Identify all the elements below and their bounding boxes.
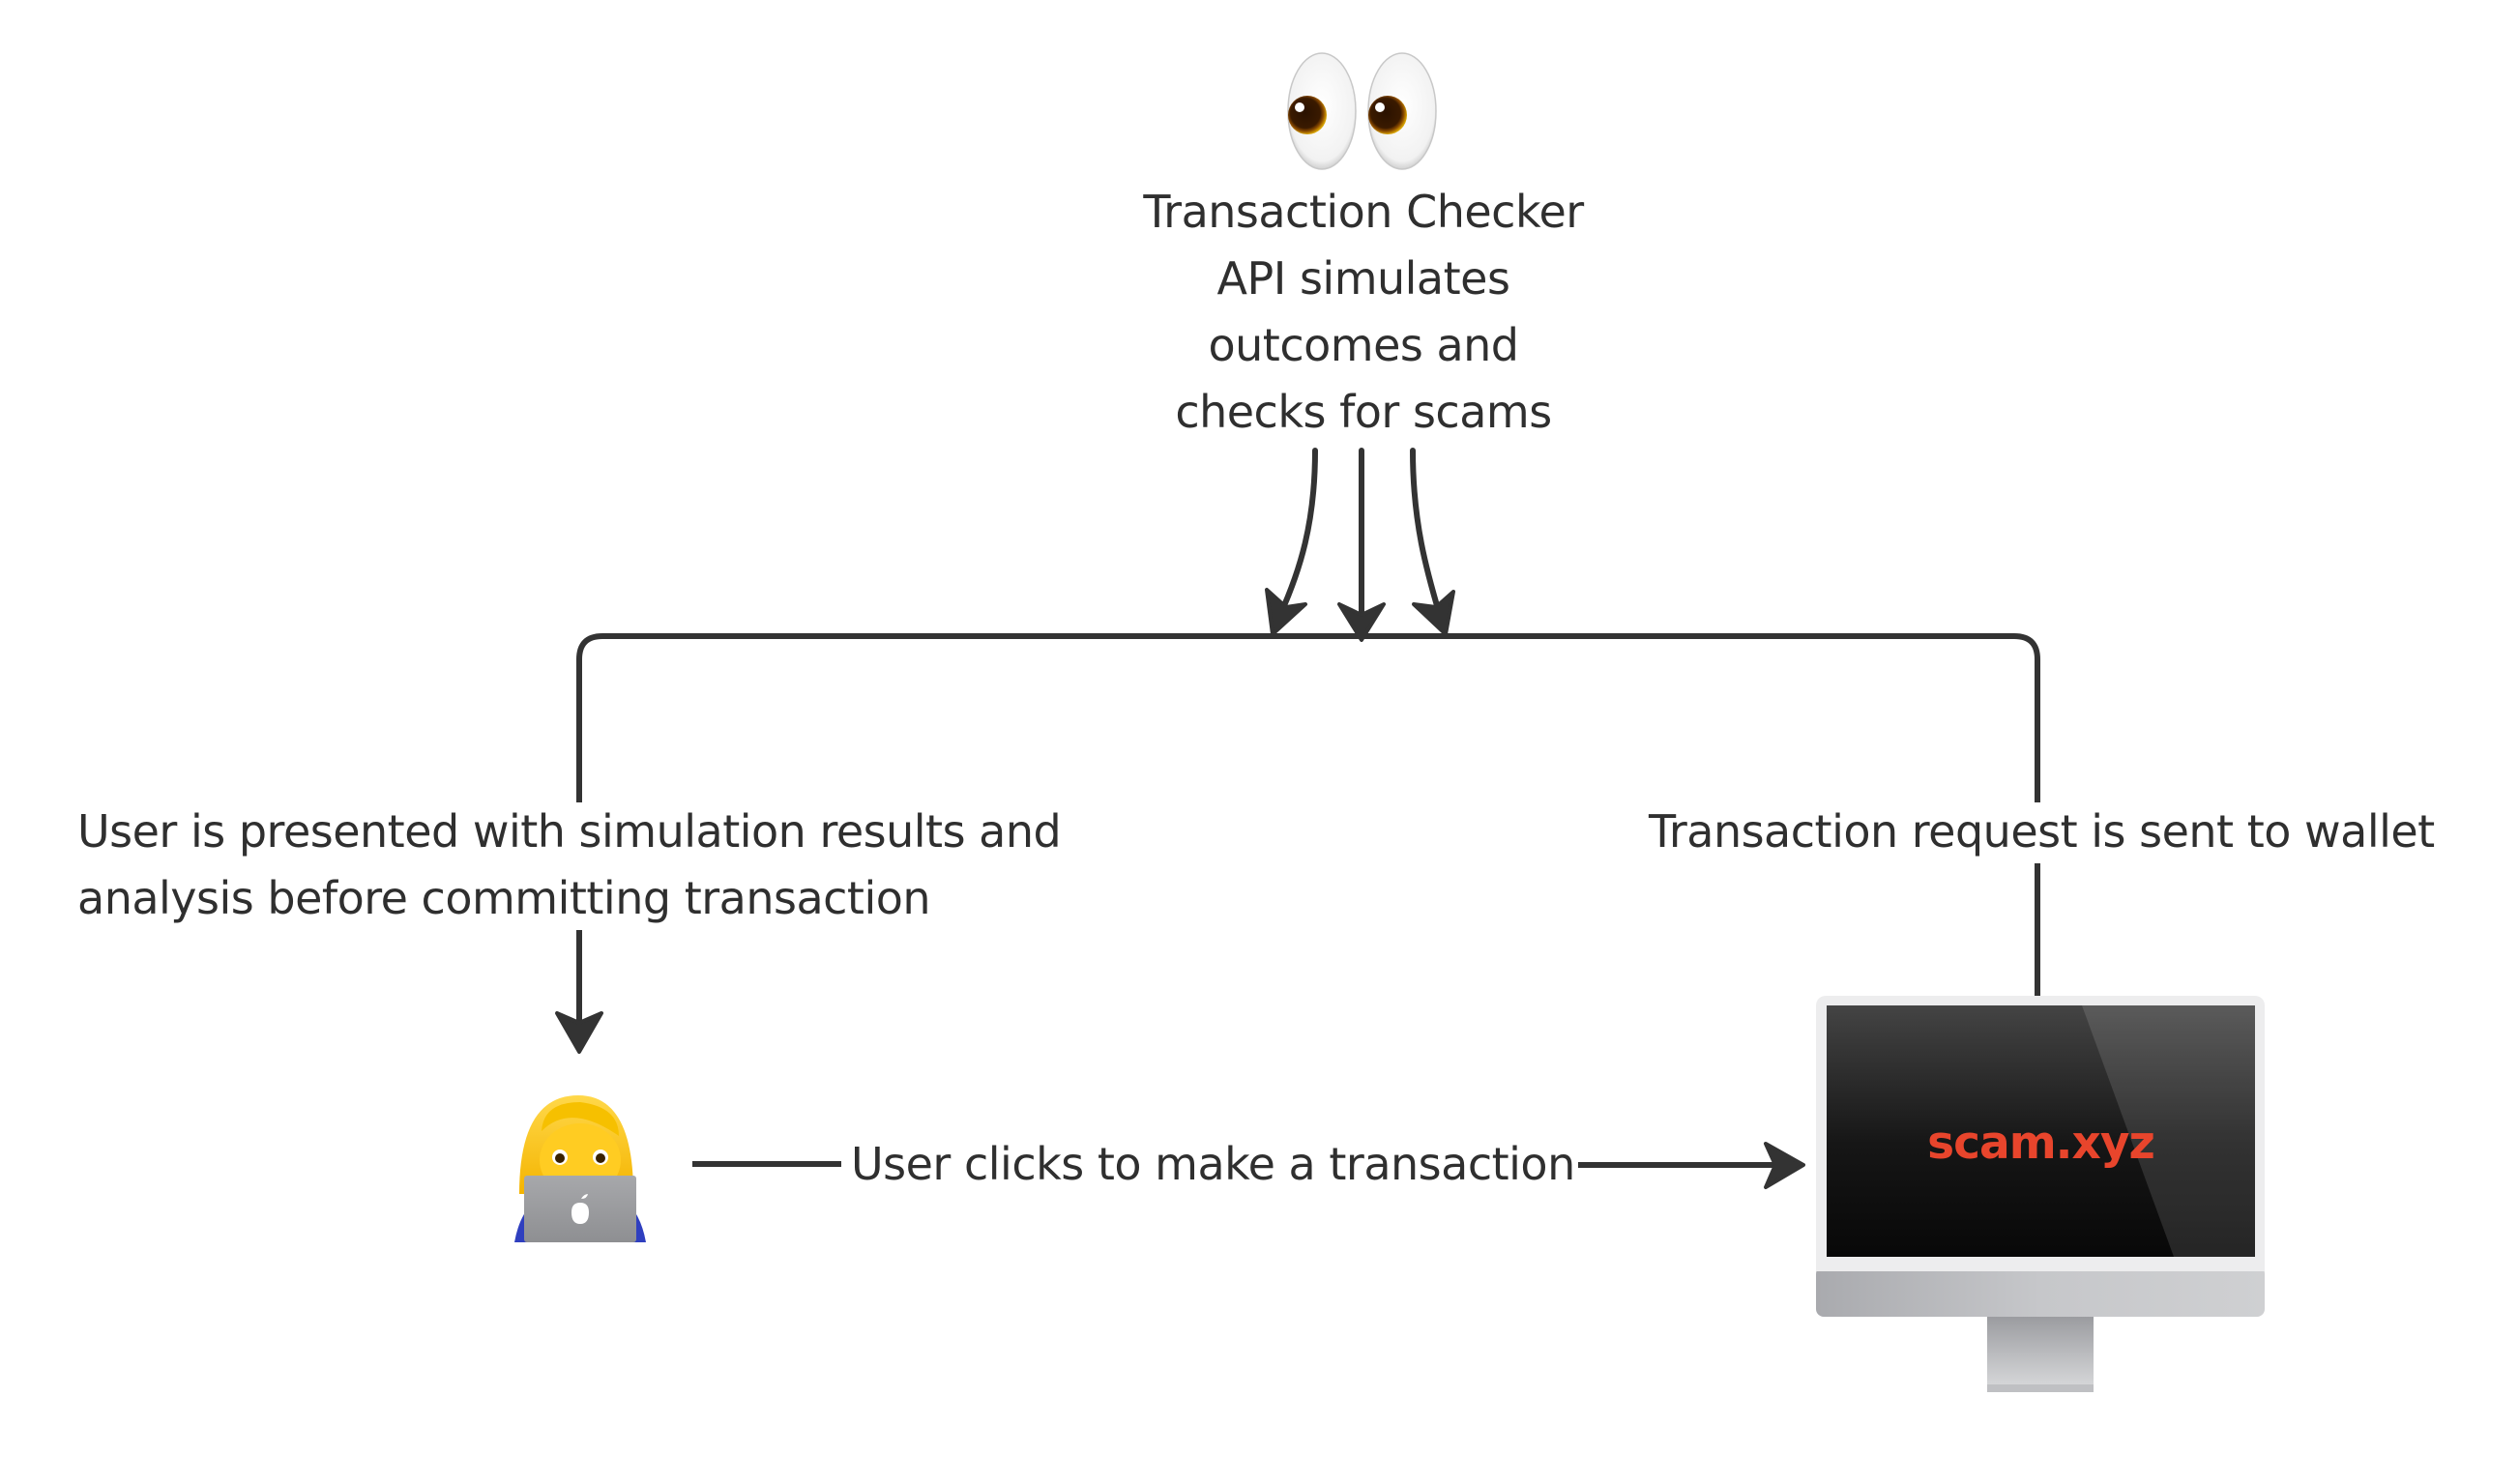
woman-technologist-icon bbox=[514, 1095, 646, 1242]
scam-site-name: scam.xyz bbox=[1927, 1117, 2155, 1170]
connector-top-bar bbox=[576, 633, 2040, 802]
checker-api-label-line: Transaction Checker bbox=[1143, 186, 1584, 238]
eyes-icon bbox=[1287, 52, 1437, 170]
arrowhead-down-user bbox=[555, 1011, 603, 1054]
user-clicks-transaction-label: User clicks to make a transaction bbox=[851, 1131, 1575, 1198]
checker-api-label: Transaction Checker API simulates outcom… bbox=[1073, 179, 1654, 446]
desktop-monitor-icon bbox=[1816, 996, 2265, 1392]
arrowhead-right bbox=[1412, 590, 1455, 636]
check-arrows bbox=[1275, 448, 1444, 631]
arrow-left-curved bbox=[1275, 448, 1318, 622]
checker-api-label-line: API simulates bbox=[1216, 252, 1510, 305]
arrowhead-right-monitor bbox=[1764, 1142, 1805, 1189]
user-presented-results-line: analysis before committing transaction bbox=[77, 872, 931, 924]
arrow-right-curved bbox=[1410, 448, 1444, 622]
request-sent-to-wallet-line: Transaction request is sent to wallet bbox=[1649, 805, 2435, 858]
arrowhead-left bbox=[1265, 588, 1307, 636]
user-presented-results-label: User is presented with simulation result… bbox=[77, 799, 1062, 932]
checker-api-label-line: checks for scams bbox=[1175, 386, 1552, 438]
arrowhead-center bbox=[1337, 602, 1386, 642]
checker-api-label-line: outcomes and bbox=[1208, 319, 1519, 371]
request-sent-to-wallet-label: Transaction request is sent to wallet bbox=[1649, 799, 2435, 865]
user-presented-results-line: User is presented with simulation result… bbox=[77, 805, 1062, 858]
